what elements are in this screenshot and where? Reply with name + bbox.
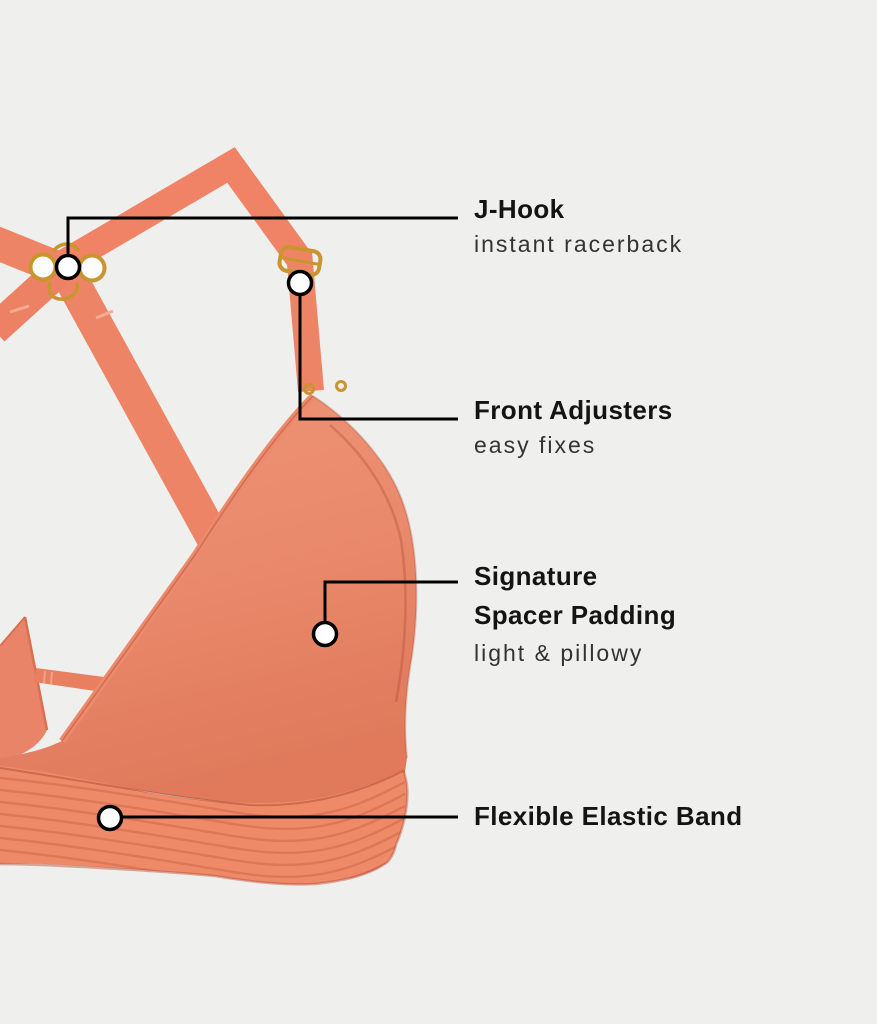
apex-loop [303, 383, 315, 395]
strap-stitch [95, 309, 114, 320]
leader-spacer-padding [323, 580, 458, 634]
callout-markers [54, 253, 339, 832]
cup-right-edge [312, 395, 418, 759]
marker-front-adjusters [286, 269, 314, 297]
apex-loop [335, 380, 347, 392]
callout-subtitle: easy fixes [474, 432, 597, 458]
leader-lines [66, 216, 458, 819]
callout-j-hook: J-Hook instant racerback [474, 192, 834, 259]
cup-neckline-binding [59, 393, 316, 744]
main-cup [0, 393, 418, 806]
leader-j-hook [66, 216, 458, 267]
elastic-band [0, 766, 409, 886]
racerback-to-cup-strap [51, 261, 242, 572]
marker-elastic-band [96, 804, 124, 832]
callout-spacer-padding: Signature Spacer Padding light & pillowy [474, 557, 834, 668]
callout-subtitle: instant racerback [474, 231, 684, 257]
callout-title: J-Hook [474, 194, 565, 224]
marker-spacer-padding [311, 620, 339, 648]
callout-title: Front Adjusters [474, 395, 673, 425]
callout-subtitle: light & pillowy [474, 640, 644, 666]
leader-front-adjusters [298, 283, 458, 421]
cup-right-seam [329, 424, 407, 703]
band-bottom-edge [0, 862, 384, 886]
hardware [28, 242, 347, 395]
j-hook-rings [28, 242, 107, 301]
band-ribs [0, 776, 406, 885]
left-cup [0, 616, 49, 762]
callout-elastic-band: Flexible Elastic Band [474, 799, 834, 833]
cup-body [0, 396, 417, 806]
keyhole-bridge-strap [34, 668, 104, 692]
left-lower-strap [0, 260, 69, 342]
callout-title: Flexible Elastic Band [474, 801, 743, 831]
marker-j-hook [54, 253, 82, 281]
band-right-edge [382, 769, 409, 867]
strap-stitch [9, 304, 30, 314]
band-body [0, 766, 408, 885]
callout-title-line2: Spacer Padding [474, 600, 677, 630]
callout-title-line1: Signature [474, 561, 598, 591]
band-top-seam [0, 767, 404, 807]
racerback-strap [55, 147, 311, 276]
callout-front-adjusters: Front Adjusters easy fixes [474, 393, 834, 460]
